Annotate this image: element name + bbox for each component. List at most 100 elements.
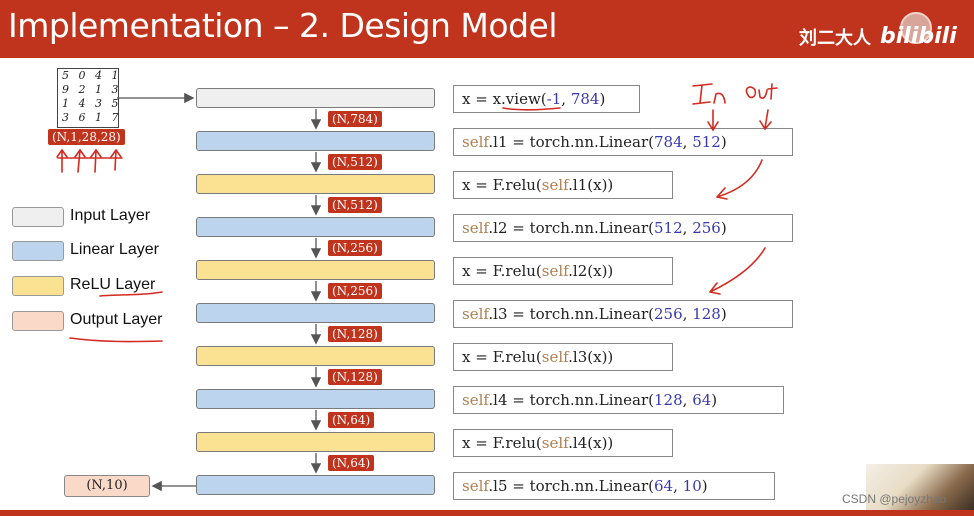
code-keyword: self: [541, 434, 569, 452]
csdn-watermark: CSDN @pejoyzhao: [842, 492, 947, 506]
code-text: .l3 = torch.nn.Linear(: [488, 305, 655, 323]
handwritten-in-glyph: [692, 83, 713, 105]
output-shape-box: (N,10): [64, 475, 150, 497]
bilibili-avatar-icon: [900, 12, 932, 44]
code-text: .l2 = torch.nn.Linear(: [488, 219, 655, 237]
code-linear-1: self.l1 = torch.nn.Linear(784, 512): [453, 128, 793, 156]
code-number: 10: [682, 477, 702, 495]
code-keyword: self: [541, 176, 569, 194]
legend-linear-swatch: [12, 241, 64, 261]
code-relu-4: x = F.relu(self.l4(x)): [453, 429, 673, 457]
code-linear-2: self.l2 = torch.nn.Linear(512, 256): [453, 214, 793, 242]
underline-view: [502, 107, 561, 111]
handwritten-out-glyph: [758, 89, 768, 99]
code-text: .l1 = torch.nn.Linear(: [488, 133, 655, 151]
handwritten-out-glyph: [745, 86, 757, 99]
handoff-arrow-1: [716, 159, 763, 200]
code-text: x = F.relu(: [462, 176, 542, 194]
handwritten-arrow: [90, 148, 102, 173]
author-name: 刘二大人: [799, 28, 871, 49]
code-text: (: [540, 90, 547, 108]
code-text: .l3(x)): [568, 348, 614, 366]
handwritten-arrow: [56, 148, 68, 173]
slide-header: Implementation – 2. Design Model 刘二大人 bi…: [0, 0, 974, 58]
webcam-thumbnail: [866, 464, 974, 510]
shape-tag: (N,64): [328, 455, 375, 471]
code-relu-1: x = F.relu(self.l1(x)): [453, 171, 673, 199]
code-relu-2: x = F.relu(self.l2(x)): [453, 257, 673, 285]
code-text: ,: [682, 305, 693, 323]
handwritten-out-glyph: [767, 83, 778, 100]
code-keyword: self: [541, 348, 569, 366]
handwritten-arrow: [74, 148, 86, 173]
linear-layer-3-bar: [196, 303, 435, 323]
code-text: ,: [682, 133, 693, 151]
underline-output: [69, 337, 163, 343]
code-view: x = x.view(-1, 784): [453, 85, 640, 113]
code-number: 64: [692, 391, 712, 409]
code-text: ): [720, 133, 727, 151]
linear-layer-1-bar: [196, 131, 435, 151]
footer-bar: [0, 510, 974, 516]
out-arrow: [759, 109, 772, 131]
input-shape-tag: (N,1,28,28): [48, 129, 125, 145]
handwritten-arrow: [110, 148, 122, 171]
underline-relu: [99, 291, 163, 297]
in-arrow: [707, 109, 719, 132]
shape-tag: (N,784): [328, 111, 382, 127]
handoff-arrow-2: [709, 247, 766, 295]
code-text: x = F.relu(: [462, 348, 542, 366]
mnist-row: 3 6 1 7: [62, 111, 122, 124]
bilibili-logo: bilibili: [880, 24, 957, 49]
input-layer-bar: [196, 88, 435, 108]
shape-tag: (N,64): [328, 412, 375, 428]
code-number: 784: [654, 133, 683, 151]
shape-tag: (N,512): [328, 197, 382, 213]
code-number: 128: [692, 305, 721, 323]
mnist-row: 5 0 4 1: [62, 69, 122, 82]
code-text: ): [720, 305, 727, 323]
code-text: ): [720, 219, 727, 237]
code-text: .l5 = torch.nn.Linear(: [488, 477, 655, 495]
code-linear-4: self.l4 = torch.nn.Linear(128, 64): [453, 386, 784, 414]
code-keyword: self: [462, 391, 489, 409]
linear-layer-4-bar: [196, 389, 435, 409]
code-number: 128: [654, 391, 683, 409]
legend-input-swatch: [12, 207, 64, 227]
code-number: 256: [692, 219, 721, 237]
shape-tag: (N,128): [328, 326, 382, 342]
legend-relu-label: ReLU Layer: [70, 276, 156, 293]
code-number: -1: [546, 90, 562, 108]
code-keyword: self: [462, 219, 489, 237]
mnist-sample-image: 5 0 4 1 9 2 1 3 1 4 3 5 3 6 1 7: [57, 68, 119, 128]
code-text: x = x.: [462, 90, 506, 108]
legend-input-label: Input Layer: [70, 207, 151, 224]
code-text: ,: [561, 90, 571, 108]
code-text: ): [711, 391, 718, 409]
code-linear-3: self.l3 = torch.nn.Linear(256, 128): [453, 300, 793, 328]
code-fn: view: [505, 90, 541, 108]
legend-output-swatch: [12, 311, 64, 331]
code-linear-5: self.l5 = torch.nn.Linear(64, 10): [453, 472, 775, 500]
slide-title: Implementation – 2. Design Model: [8, 6, 558, 45]
linear-layer-2-bar: [196, 217, 435, 237]
linear-layer-5-bar: [196, 475, 435, 495]
relu-layer-4-bar: [196, 432, 435, 452]
code-text: ): [701, 477, 708, 495]
code-keyword: self: [541, 262, 569, 280]
handwritten-in-glyph: [713, 92, 726, 104]
code-relu-3: x = F.relu(self.l3(x)): [453, 343, 673, 371]
legend-output-label: Output Layer: [70, 311, 163, 328]
code-text: .l4(x)): [568, 434, 614, 452]
relu-layer-2-bar: [196, 260, 435, 280]
shape-tag: (N,512): [328, 154, 382, 170]
code-number: 64: [654, 477, 674, 495]
shape-tag: (N,256): [328, 283, 382, 299]
shape-tag: (N,256): [328, 240, 382, 256]
code-text: .l2(x)): [568, 262, 614, 280]
relu-layer-3-bar: [196, 346, 435, 366]
code-text: ): [599, 90, 606, 108]
relu-layer-1-bar: [196, 174, 435, 194]
code-text: .l4 = torch.nn.Linear(: [488, 391, 655, 409]
code-number: 784: [570, 90, 600, 108]
